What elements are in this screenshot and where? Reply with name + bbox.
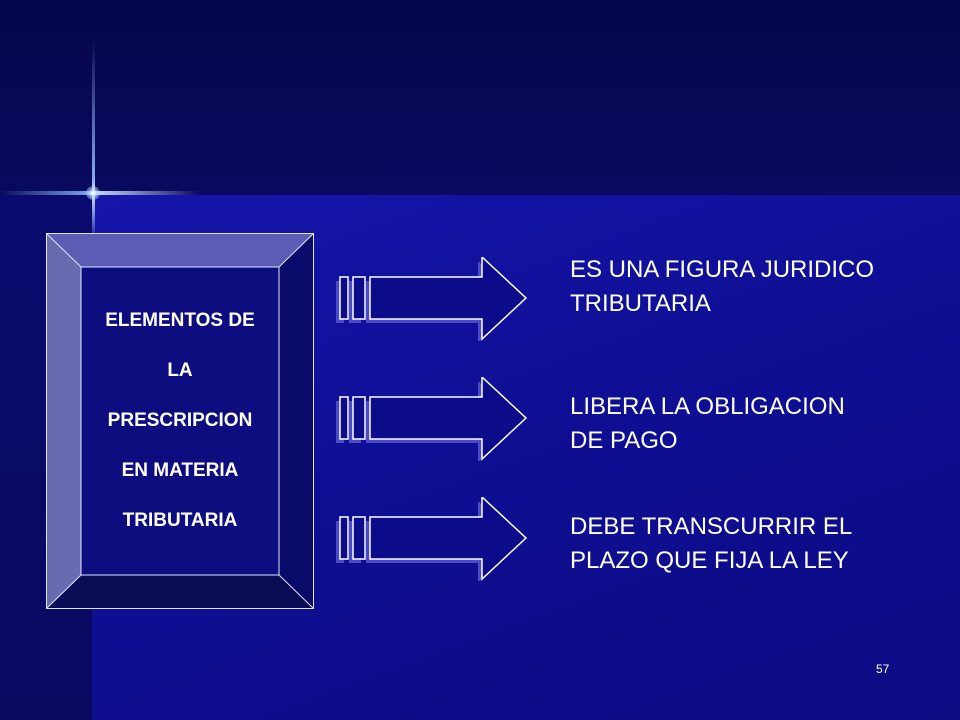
background-top bbox=[0, 0, 960, 195]
arrow-right-icon bbox=[334, 377, 534, 461]
beveled-title-box: ELEMENTOS DE LA PRESCRIPCION EN MATERIA … bbox=[46, 233, 314, 609]
statement-3-line-1: DEBE TRANSCURRIR EL bbox=[570, 513, 853, 540]
box-title-line: EN MATERIA bbox=[121, 460, 239, 481]
box-title-line: LA bbox=[167, 360, 193, 381]
statement-2-line-1: LIBERA LA OBLIGACION bbox=[570, 393, 845, 420]
box-title-line: ELEMENTOS DE bbox=[105, 310, 255, 331]
statement-1-line-1: ES UNA FIGURA JURIDICO bbox=[570, 256, 875, 283]
statement-2: LIBERA LA OBLIGACION DE PAGO bbox=[570, 390, 940, 458]
statement-1-line-2: TRIBUTARIA bbox=[570, 290, 711, 317]
statement-3-line-2: PLAZO QUE FIJA LA LEY bbox=[570, 547, 849, 574]
statement-2-line-2: DE PAGO bbox=[570, 427, 678, 454]
statement-3: DEBE TRANSCURRIR EL PLAZO QUE FIJA LA LE… bbox=[570, 510, 940, 578]
statement-1: ES UNA FIGURA JURIDICO TRIBUTARIA bbox=[570, 253, 940, 321]
box-title-line: PRESCRIPCION bbox=[107, 410, 253, 431]
box-title: ELEMENTOS DE LA PRESCRIPCION EN MATERIA … bbox=[81, 267, 279, 575]
box-title-line: TRIBUTARIA bbox=[122, 510, 238, 531]
arrow-right-icon bbox=[334, 497, 534, 581]
arrow-right-icon bbox=[334, 257, 534, 341]
page-number: 57 bbox=[876, 662, 890, 676]
